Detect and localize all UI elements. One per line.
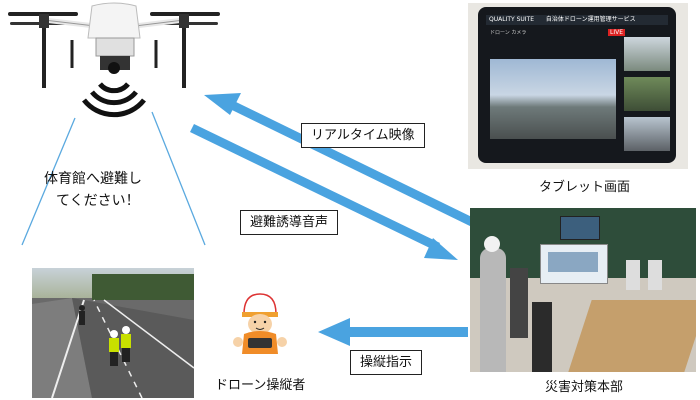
tablet-device: QUALITY SUITE 自治体ドローン運用管理サービス ドローン カメラ L… xyxy=(478,7,676,163)
tablet-sub: ドローン カメラ xyxy=(490,29,526,36)
tablet-title: 自治体ドローン運用管理サービス xyxy=(536,16,636,23)
drone-image xyxy=(8,3,220,88)
tablet-thumb-3 xyxy=(624,117,670,151)
hq-monitor xyxy=(560,216,600,240)
label-evacuation-voice: 避難誘導音声 xyxy=(240,210,338,235)
road-photo xyxy=(32,268,194,398)
tablet-live-badge: LIVE xyxy=(608,29,625,36)
arrow-control-instruction xyxy=(318,318,468,346)
tablet-thumb-1 xyxy=(624,37,670,71)
label-control-instruction: 操縦指示 xyxy=(350,350,422,375)
arrow-realtime-video xyxy=(204,93,478,228)
label-realtime-video: リアルタイム映像 xyxy=(301,123,425,148)
tablet-brand: QUALITY SUITE xyxy=(486,16,534,23)
tablet-thumb-2 xyxy=(624,77,670,111)
speech-text: 体育館へ避難し てください！ xyxy=(44,168,142,212)
sound-waves-icon xyxy=(84,62,144,115)
caption-tablet: タブレット画面 xyxy=(539,176,630,195)
hq-photo xyxy=(470,208,696,372)
speech-line-1: 体育館へ避難し xyxy=(44,168,142,190)
hq-table xyxy=(568,300,696,372)
caption-hq: 災害対策本部 xyxy=(545,376,623,395)
tablet-main-video xyxy=(490,59,616,139)
caption-operator: ドローン操縦者 xyxy=(215,374,305,393)
tablet-photo: QUALITY SUITE 自治体ドローン運用管理サービス ドローン カメラ L… xyxy=(468,3,688,169)
tablet-header: QUALITY SUITE 自治体ドローン運用管理サービス xyxy=(486,15,668,25)
speech-line-2: てください！ xyxy=(44,190,142,212)
